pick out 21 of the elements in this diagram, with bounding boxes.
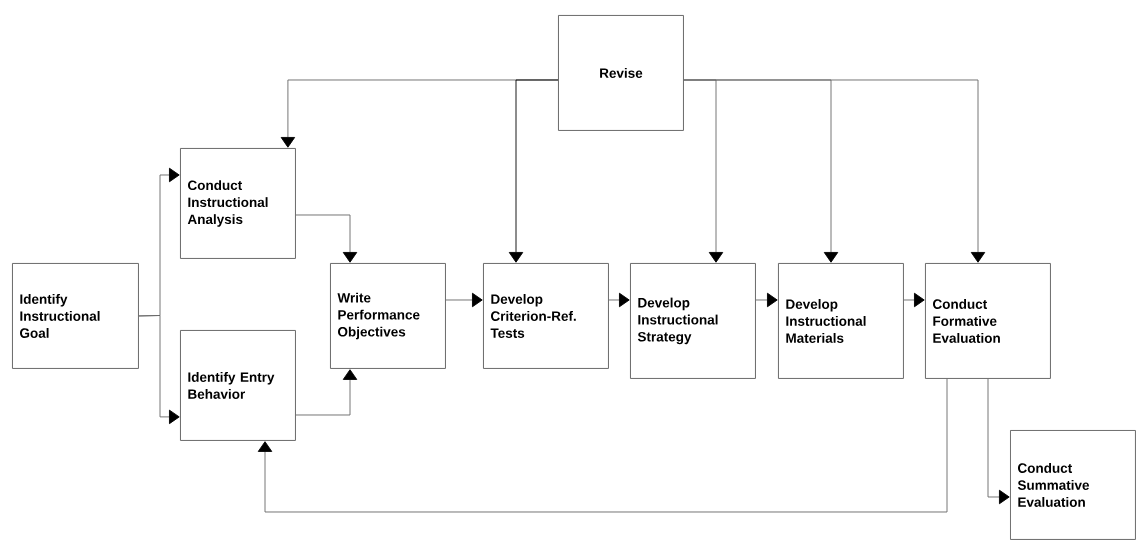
process-box: Develop Criterion-Ref. Tests bbox=[483, 263, 609, 369]
arrow bbox=[987, 378, 1010, 505]
process-box: Develop Instructional Materials bbox=[778, 263, 904, 379]
arrow bbox=[755, 292, 778, 308]
arrow bbox=[683, 79, 986, 263]
process-box: Identify Instructional Goal bbox=[12, 263, 139, 369]
process-box: Conduct Summative Evaluation bbox=[1010, 430, 1136, 540]
process-box: Develop Instructional Strategy bbox=[630, 263, 756, 379]
process-box: Revise bbox=[558, 15, 684, 131]
arrow bbox=[608, 292, 630, 308]
arrow bbox=[138, 315, 180, 425]
arrow bbox=[295, 214, 358, 263]
process-box: Conduct Instructional Analysis bbox=[180, 148, 296, 259]
arrow bbox=[903, 292, 925, 308]
arrow bbox=[445, 292, 483, 308]
process-box: Write Performance Objectives bbox=[330, 263, 446, 369]
arrow bbox=[295, 369, 358, 416]
arrow bbox=[257, 378, 948, 513]
process-box: Conduct Formative Evaluation bbox=[925, 263, 1051, 379]
arrow bbox=[508, 79, 559, 263]
process-box: Identify Entry Behavior bbox=[180, 330, 296, 441]
